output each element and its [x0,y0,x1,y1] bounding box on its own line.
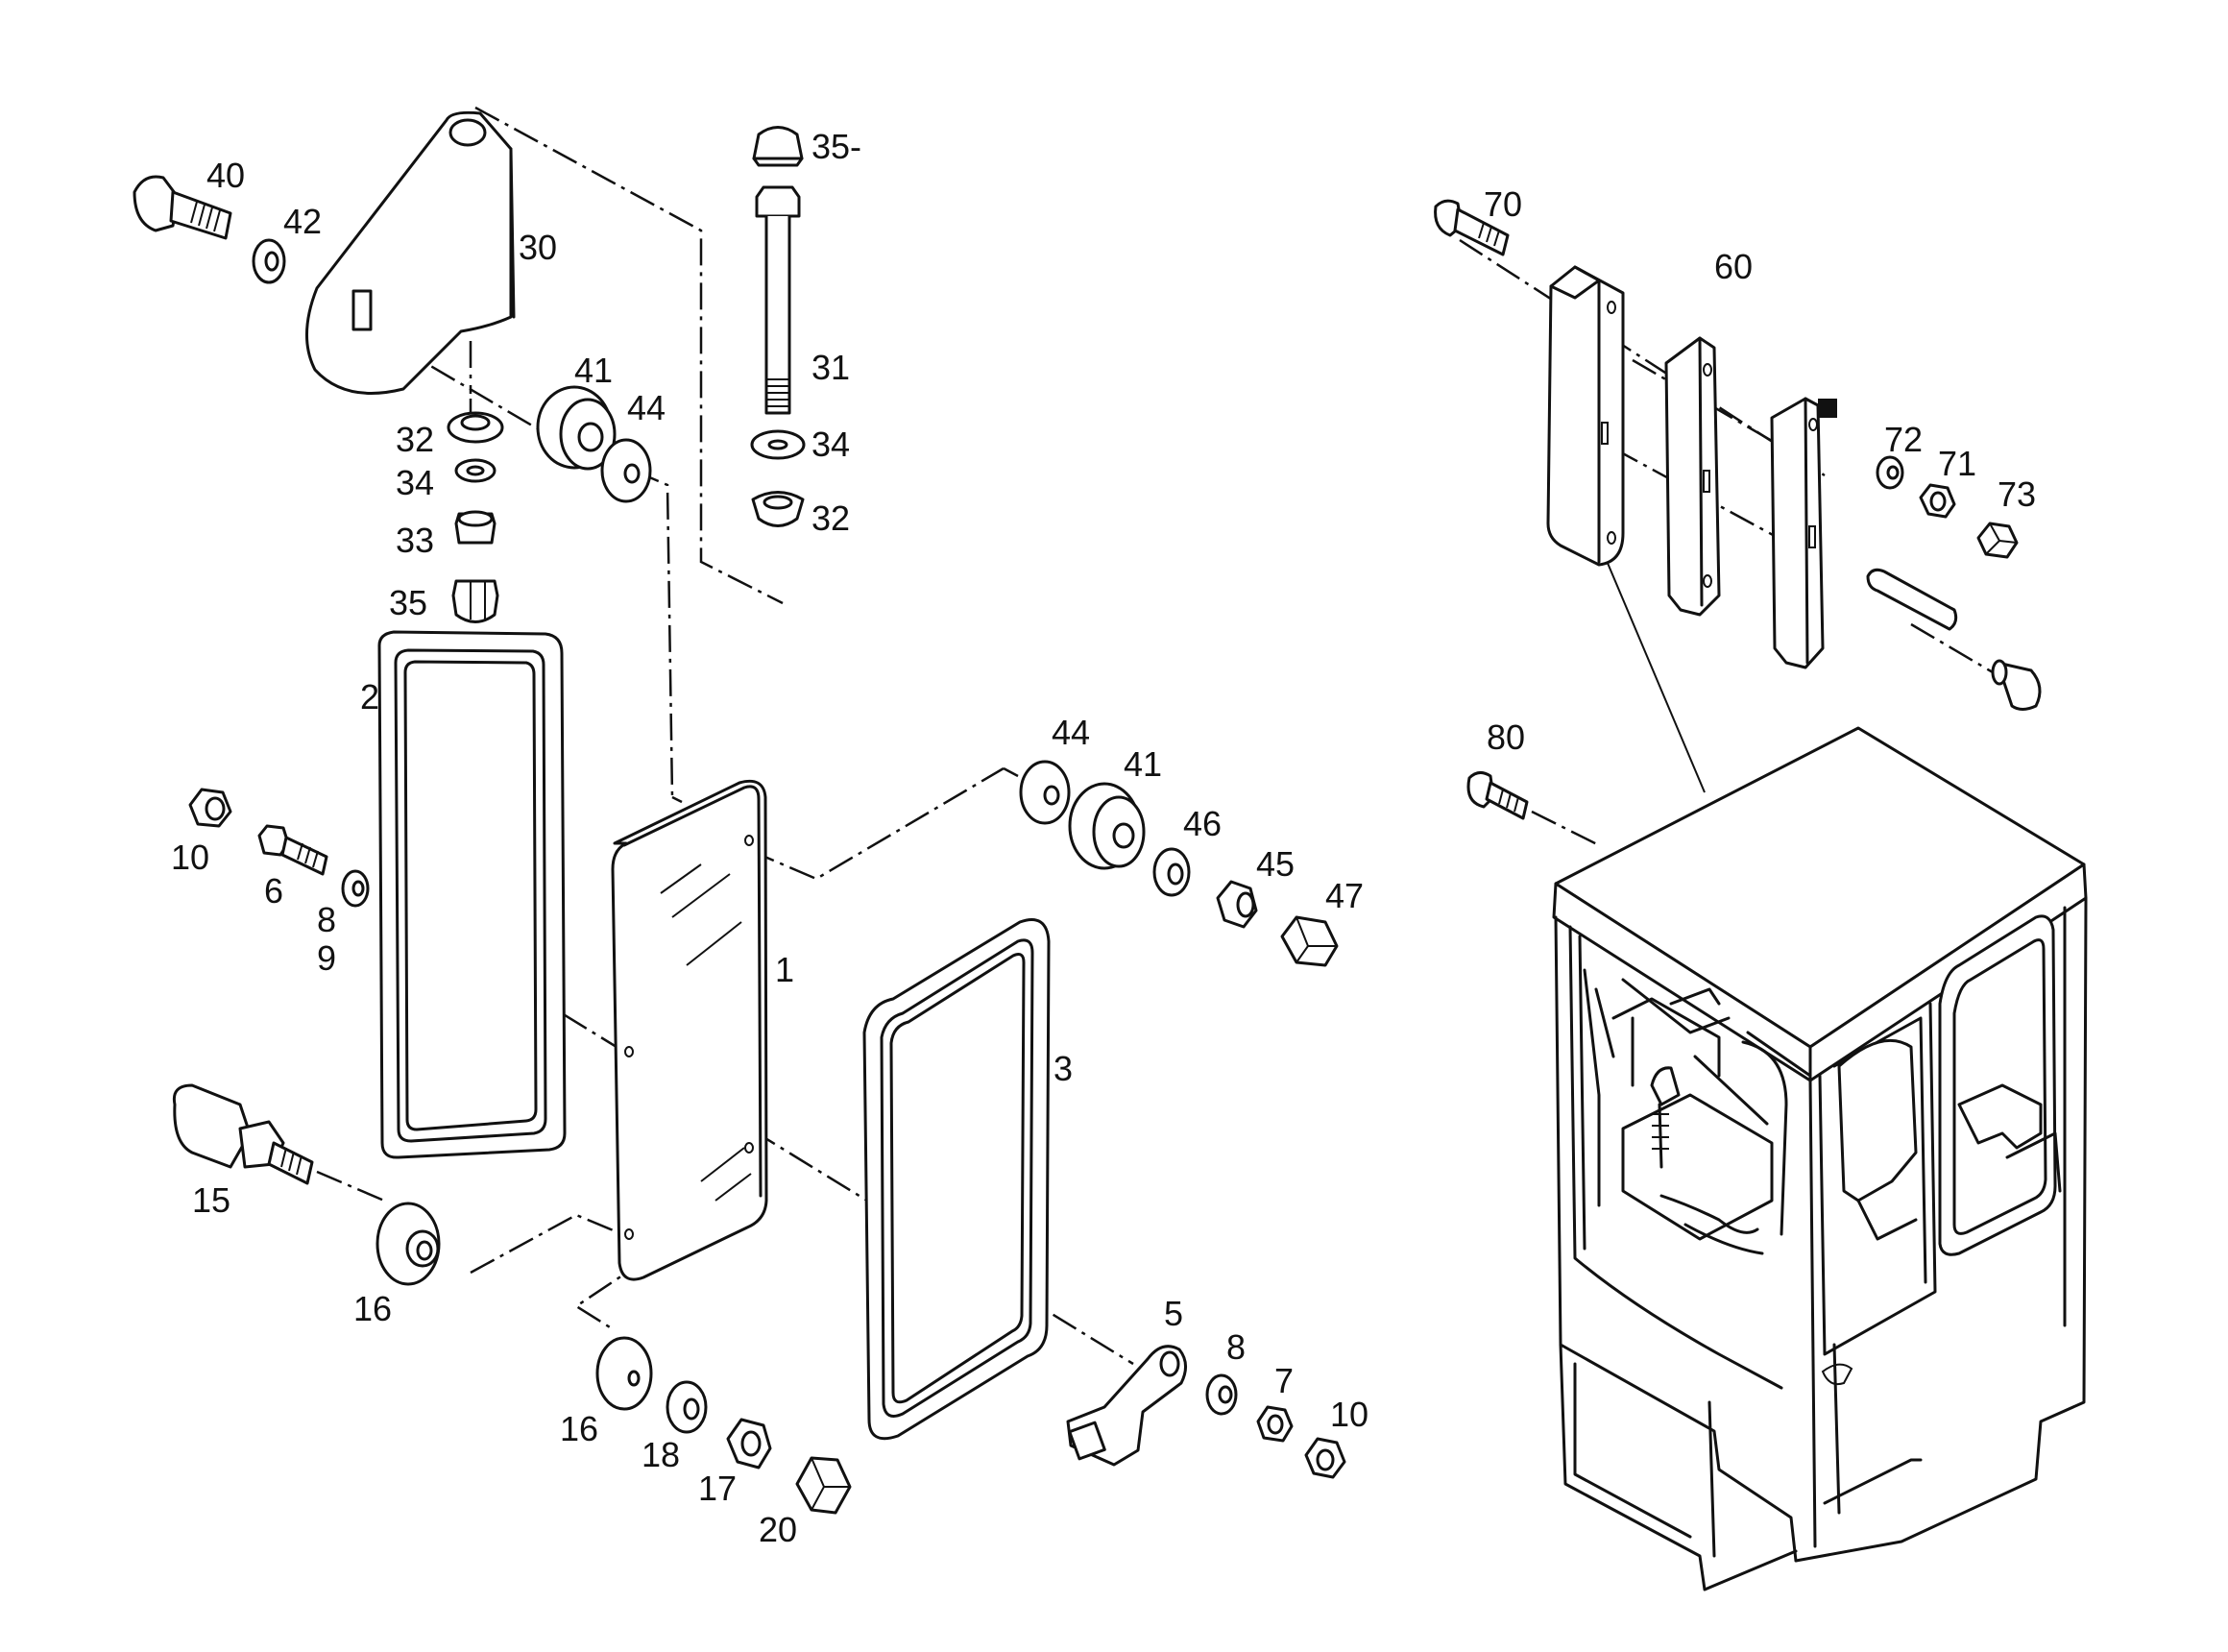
label-2: 2 [360,677,379,717]
label-1: 1 [775,950,794,989]
label-8-right: 8 [1226,1327,1246,1367]
bolt-31-assembly [750,126,806,527]
label-45: 45 [1256,844,1295,884]
nut-73 [1976,522,2019,559]
bolt-40 [133,175,232,240]
mount-41-upper [536,385,617,471]
label-6: 6 [264,871,283,911]
bracket-30 [305,110,516,395]
label-18: 18 [642,1435,680,1474]
label-40: 40 [206,156,245,195]
cap [1991,659,2042,711]
bolt-80 [1466,771,1529,820]
label-44-upper: 44 [627,388,666,427]
label-33: 33 [396,521,434,560]
label-3: 3 [1053,1049,1073,1088]
label-10-right: 10 [1330,1395,1368,1434]
label-71: 71 [1938,444,1976,483]
label-17: 17 [698,1469,737,1508]
label-60: 60 [1714,247,1753,286]
washer-42 [252,238,286,284]
label-47: 47 [1325,876,1364,915]
mount-16-left [375,1202,441,1286]
bolt-70 [1434,199,1510,256]
label-72: 72 [1884,420,1923,459]
label-16-left: 16 [353,1289,392,1328]
label-32-left: 32 [396,420,434,459]
label-80: 80 [1487,717,1525,757]
washer-72 [1876,455,1904,490]
washer-8-left [341,869,370,908]
label-30: 30 [519,228,557,267]
label-41-right: 41 [1124,744,1162,784]
spacer-plate-60c [1770,397,1837,669]
label-34-left: 34 [396,463,434,502]
glass-1 [611,779,768,1281]
label-35-top: 35- [811,127,861,166]
label-5: 5 [1164,1294,1183,1333]
bolt-6 [257,824,328,876]
nut-10-left [188,788,232,828]
seal-3 [862,918,1051,1441]
label-20: 20 [759,1510,797,1549]
label-16-bottom: 16 [560,1409,598,1448]
label-32-right: 32 [811,498,850,538]
pin [1866,568,1958,631]
spacer-plate-60b [1664,336,1721,617]
washer-44-upper [600,438,652,503]
label-41-upper: 41 [574,351,613,390]
nut-7 [1256,1405,1294,1443]
label-31: 31 [811,348,850,387]
label-34-right: 34 [811,425,850,464]
stud-15 [172,1083,314,1185]
label-46: 46 [1183,804,1222,843]
latch-5 [1066,1345,1187,1467]
label-73: 73 [1998,474,2036,514]
label-8-left: 8 [317,900,336,939]
mount-stack-right [1019,760,1339,967]
nut-10-right [1304,1437,1346,1479]
label-9: 9 [317,938,336,978]
mount-stack-left [447,411,504,623]
label-70: 70 [1484,184,1522,224]
washer-8-right [1205,1373,1238,1416]
label-42: 42 [283,202,322,241]
seal-2 [377,630,567,1159]
part-labels: 40 42 30 41 44 32 34 33 35 35- 31 34 32 … [171,127,2036,1549]
label-7: 7 [1274,1361,1294,1400]
spacer-block-60a [1546,265,1625,567]
label-15: 15 [192,1180,230,1220]
label-35-left: 35 [389,583,427,622]
label-44-right: 44 [1052,713,1090,752]
cab-assembly [1552,726,2088,1591]
label-10-left: 10 [171,838,209,877]
bottom-stack [595,1336,852,1515]
nut-71 [1919,483,1956,519]
